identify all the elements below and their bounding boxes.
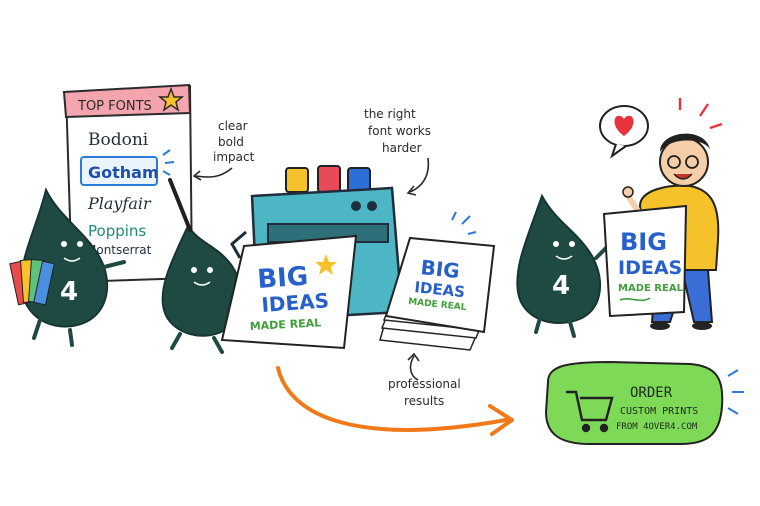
mascot-pointing [161,178,260,354]
svg-text:BIG: BIG [419,255,460,283]
svg-text:BIG: BIG [620,228,667,256]
svg-text:professional: professional [388,377,461,391]
mascot-right-number: 4 [552,271,570,301]
sparkle-star-icon [315,254,337,275]
svg-text:IDEAS: IDEAS [261,288,330,317]
note-clear-bold: clear bold impact [192,119,255,181]
order-title: ORDER [630,385,673,401]
shopping-cart-icon [566,390,614,433]
speech-bubble [599,98,723,159]
swatch-fan-icon [9,259,55,306]
mascot-left-number: 4 [60,277,78,307]
orange-flow-arrow [276,366,514,436]
sparkle-marks [162,149,175,176]
font-item-playfair: Playfair [87,194,152,213]
svg-text:IDEAS: IDEAS [414,278,466,301]
mascot-left: 4 [9,187,126,347]
order-line-3: FROM 4OVER4.COM [616,422,698,432]
font-item-gotham: Gotham [88,163,159,182]
svg-text:harder: harder [382,141,422,155]
font-panel-title: TOP FONTS [77,99,152,114]
svg-text:impact: impact [213,150,255,164]
note-professional: professional results [388,352,461,408]
note-right-font: the right font works harder [364,107,431,196]
font-highlight-box [80,156,158,186]
star-icon [157,86,185,112]
print-stack: BIG IDEAS MADE REAL [379,211,496,351]
heart-icon [614,115,634,136]
order-button[interactable]: ORDER CUSTOM PRINTS FROM 4OVER4.COM [544,360,724,445]
note-arrow [195,167,233,178]
poster-held: BIG IDEAS MADE REAL [602,204,688,318]
poster-printed: BIG IDEAS MADE REAL [220,234,358,350]
font-item-montserrat: Montserrat [86,243,152,257]
order-sparkle-marks [727,369,744,415]
font-panel: TOP FONTS Bodoni Gotham Playfair Poppins… [62,83,194,284]
font-item-poppins: Poppins [88,222,146,240]
svg-text:IDEAS: IDEAS [618,257,682,279]
svg-text:font works: font works [368,124,431,138]
svg-text:MADE REAL: MADE REAL [618,283,684,294]
svg-text:MADE REAL: MADE REAL [249,316,321,333]
svg-text:clear: clear [218,119,248,133]
font-item-bodoni: Bodoni [88,130,149,150]
svg-text:bold: bold [218,135,244,149]
order-line-2: CUSTOM PRINTS [620,406,698,417]
svg-text:BIG: BIG [256,262,309,295]
svg-text:the right: the right [364,107,416,121]
mascot-right: 4 [516,193,614,338]
svg-text:results: results [404,394,444,408]
